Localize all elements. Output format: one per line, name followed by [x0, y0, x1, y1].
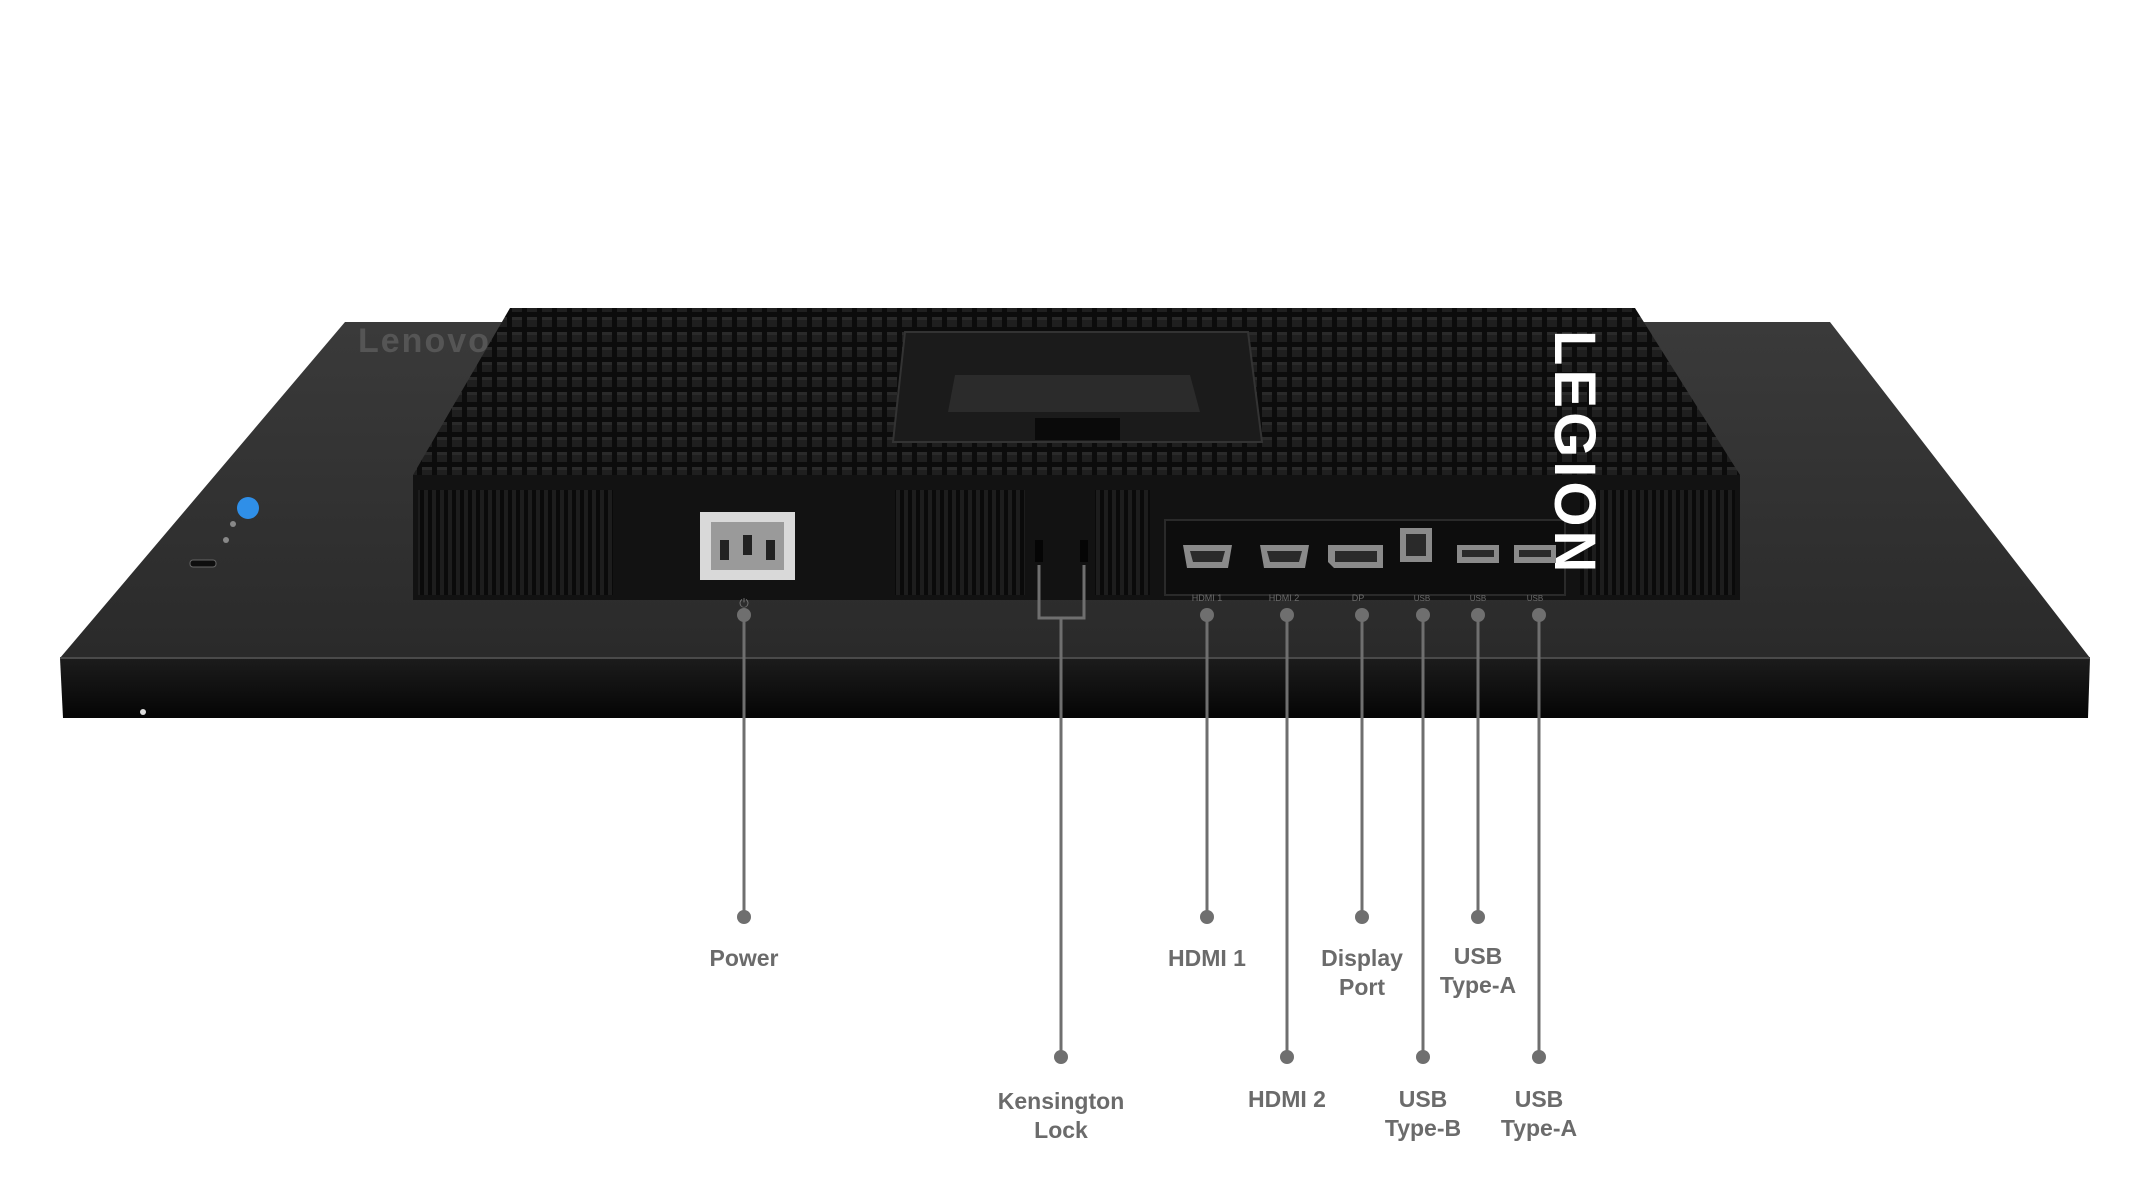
label-usb-type-b: USB Type-B — [1384, 1086, 1462, 1141]
callout-line-usb-a-1 — [1471, 608, 1485, 924]
power-port: ⏻ — [700, 512, 795, 610]
usb-a-port-1: USB — [1457, 545, 1499, 603]
hdmi2-port: HDMI 2 — [1260, 545, 1309, 603]
label-power: Power — [709, 945, 779, 971]
label-usb-type-a-2: USB Type-A — [1500, 1086, 1578, 1141]
callout-lines — [737, 565, 1546, 1064]
rear-brand-logo: LEGION — [1542, 330, 1607, 576]
usb-a2-silkscreen: USB — [1527, 594, 1543, 603]
label-hdmi1: HDMI 1 — [1168, 945, 1246, 971]
power-silkscreen: ⏻ — [739, 596, 749, 610]
power-button-icon — [189, 559, 217, 568]
usb-b-silkscreen: USB — [1414, 594, 1430, 603]
control-buttons — [140, 497, 259, 715]
label-hdmi2: HDMI 2 — [1248, 1086, 1326, 1112]
usb-a1-silkscreen: USB — [1470, 594, 1486, 603]
callout-line-power — [737, 608, 751, 924]
button-dot-icon — [230, 521, 236, 527]
callout-line-kensington — [1037, 565, 1086, 1064]
label-displayport: Display Port — [1321, 945, 1403, 1000]
label-usb-type-a-1: USB Type-A — [1439, 943, 1517, 998]
hdmi1-port: HDMI 1 — [1183, 545, 1232, 603]
vent-center-left — [895, 490, 1025, 595]
callout-line-usb-b — [1416, 608, 1430, 1064]
usb-a-port-2: USB — [1514, 545, 1556, 603]
hdmi2-silkscreen: HDMI 2 — [1269, 593, 1300, 603]
front-brand-logo: Lenovo — [358, 322, 491, 360]
dp-silkscreen: DP — [1352, 593, 1365, 603]
vent-left — [418, 490, 613, 595]
callout-line-hdmi1 — [1200, 608, 1214, 924]
callout-line-hdmi2 — [1280, 608, 1294, 1064]
indicator-dot-icon — [140, 709, 146, 715]
hdmi1-silkscreen: HDMI 1 — [1192, 593, 1223, 603]
vent-right — [1580, 490, 1735, 595]
callout-line-displayport — [1355, 608, 1369, 924]
button-dot-icon — [223, 537, 229, 543]
vent-center-right — [1095, 490, 1150, 595]
kensington-slot — [1035, 540, 1088, 562]
displayport-port: DP — [1328, 545, 1383, 603]
usb-b-port: USB — [1400, 528, 1432, 603]
label-kensington-lock: Kensington Lock — [997, 1088, 1125, 1143]
callout-line-usb-a-2 — [1532, 608, 1546, 1064]
joystick-icon — [237, 497, 259, 519]
